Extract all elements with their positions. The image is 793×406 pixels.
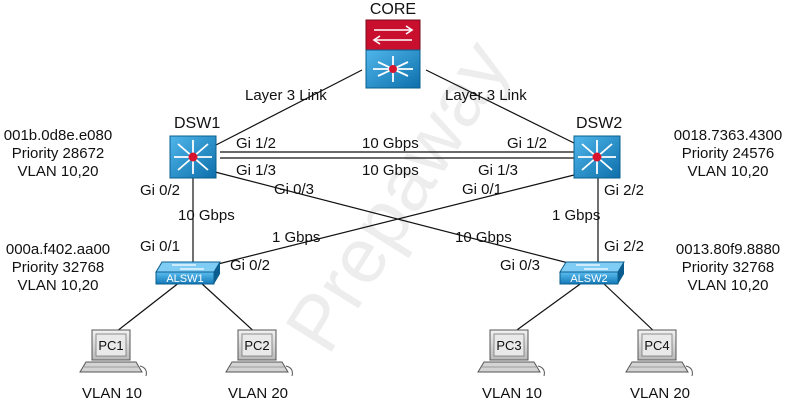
alsw1-switch[interactable]: ALSW1 (155, 261, 221, 285)
alsw1-info: 000a.f402.aa00 Priority 32768 VLAN 10,20 (6, 241, 110, 294)
pc4-computer-icon (625, 329, 693, 377)
dsw1-gi13-label: Gi 1/3 (236, 162, 276, 179)
pc3-vlan: VLAN 10 (482, 385, 542, 402)
pc1-vlan: VLAN 10 (82, 385, 142, 402)
pc2-vlan: VLAN 20 (228, 385, 288, 402)
core-dsw2-link-label: Layer 3 Link (445, 87, 527, 104)
dsw2-alsw2-speed-label: 1 Gbps (552, 207, 600, 224)
core-switch[interactable]: CORE (365, 1, 421, 89)
alsw1-label: ALSW1 (166, 273, 203, 285)
dsw1-switch[interactable]: DSW1 (169, 115, 220, 179)
dsw2-alsw1-speed-label: 1 Gbps (272, 229, 320, 246)
dsw2-vlan: VLAN 10,20 (688, 163, 769, 180)
links (111, 69, 659, 336)
pc1-computer-icon (79, 329, 147, 377)
pc1-label: PC1 (98, 338, 123, 353)
alsw1-vlan: VLAN 10,20 (18, 277, 99, 294)
core-router-icon (372, 25, 414, 45)
dsw1-info: 001b.0d8e.e080 Priority 28672 VLAN 10,20 (4, 127, 112, 180)
dsw1-gi03-label: Gi 0/3 (274, 181, 314, 198)
link-alsw2-pc3 (509, 281, 584, 336)
link-alsw1-pc1 (111, 281, 181, 336)
dsw1-alsw2-speed-label: 10 Gbps (455, 229, 512, 246)
pc4-vlan: VLAN 20 (630, 385, 690, 402)
dsw1-label: DSW1 (174, 115, 220, 132)
link-core-dsw2 (425, 69, 579, 146)
gi13-speed-label: 10 Gbps (362, 162, 419, 179)
alsw2-info: 0013.80f9.8880 Priority 32768 VLAN 10,20 (676, 241, 780, 294)
dsw2-info: 0018.7363.4300 Priority 24576 VLAN 10,20 (674, 127, 782, 180)
alsw2-vlan: VLAN 10,20 (688, 277, 769, 294)
dsw1-gi12-label: Gi 1/2 (236, 135, 276, 152)
port-labels: Gi 1/2 Gi 1/3 Gi 0/2 Gi 0/3 Gi 1/2 Gi 1/… (140, 135, 644, 274)
alsw2-gi22-label: Gi 2/2 (604, 238, 644, 255)
alsw2-label: ALSW2 (570, 273, 607, 285)
gi12-speed-label: 10 Gbps (362, 135, 419, 152)
dsw2-gi01-label: Gi 0/1 (462, 181, 502, 198)
pc2[interactable]: PC2 VLAN 20 (225, 329, 293, 402)
alsw1-arrows-icon (172, 264, 204, 270)
pc2-label: PC2 (244, 338, 269, 353)
link-alsw1-pc2 (199, 281, 259, 336)
dsw2-gi22-label: Gi 2/2 (604, 182, 644, 199)
alsw2-switch[interactable]: ALSW2 (559, 261, 625, 285)
pc2-computer-icon (225, 329, 293, 377)
alsw1-gi02-label: Gi 0/2 (230, 257, 270, 274)
alsw2-gi03-label: Gi 0/3 (500, 257, 540, 274)
link-dsw1-alsw2 (214, 171, 581, 267)
alsw2-mac: 0013.80f9.8880 (676, 241, 780, 258)
alsw2-arrows-icon (576, 264, 608, 270)
dsw2-label: DSW2 (576, 115, 622, 132)
link-alsw2-pc4 (601, 281, 659, 336)
link-dsw2-alsw1 (209, 173, 579, 267)
dsw1-gi02-label: Gi 0/2 (140, 182, 180, 199)
pc3-computer-icon (477, 329, 545, 377)
core-label: CORE (370, 1, 416, 18)
dsw2-mac: 0018.7363.4300 (674, 127, 782, 144)
pc4-label: PC4 (644, 338, 669, 353)
pc4[interactable]: PC4 VLAN 20 (625, 329, 693, 402)
dsw2-switch[interactable]: DSW2 (573, 115, 622, 179)
dsw1-vlan: VLAN 10,20 (18, 163, 99, 180)
link-labels: Layer 3 Link Layer 3 Link 10 Gbps 10 Gbp… (178, 87, 600, 246)
dsw1-alsw1-speed-label: 10 Gbps (178, 207, 235, 224)
link-core-dsw1 (215, 69, 363, 146)
pc3-label: PC3 (496, 338, 521, 353)
alsw1-priority: Priority 32768 (12, 259, 105, 276)
alsw1-mac: 000a.f402.aa00 (6, 241, 110, 258)
pc3[interactable]: PC3 VLAN 10 (477, 329, 545, 402)
dsw1-mac: 001b.0d8e.e080 (4, 127, 112, 144)
dsw2-priority: Priority 24576 (682, 145, 775, 162)
alsw1-gi01-label: Gi 0/1 (140, 238, 180, 255)
alsw2-priority: Priority 32768 (682, 259, 775, 276)
dsw1-priority: Priority 28672 (12, 145, 105, 162)
core-dsw1-link-label: Layer 3 Link (245, 87, 327, 104)
dsw2-gi13-label: Gi 1/3 (478, 162, 518, 179)
dsw2-gi12-label: Gi 1/2 (507, 135, 547, 152)
pc1[interactable]: PC1 VLAN 10 (79, 329, 147, 402)
